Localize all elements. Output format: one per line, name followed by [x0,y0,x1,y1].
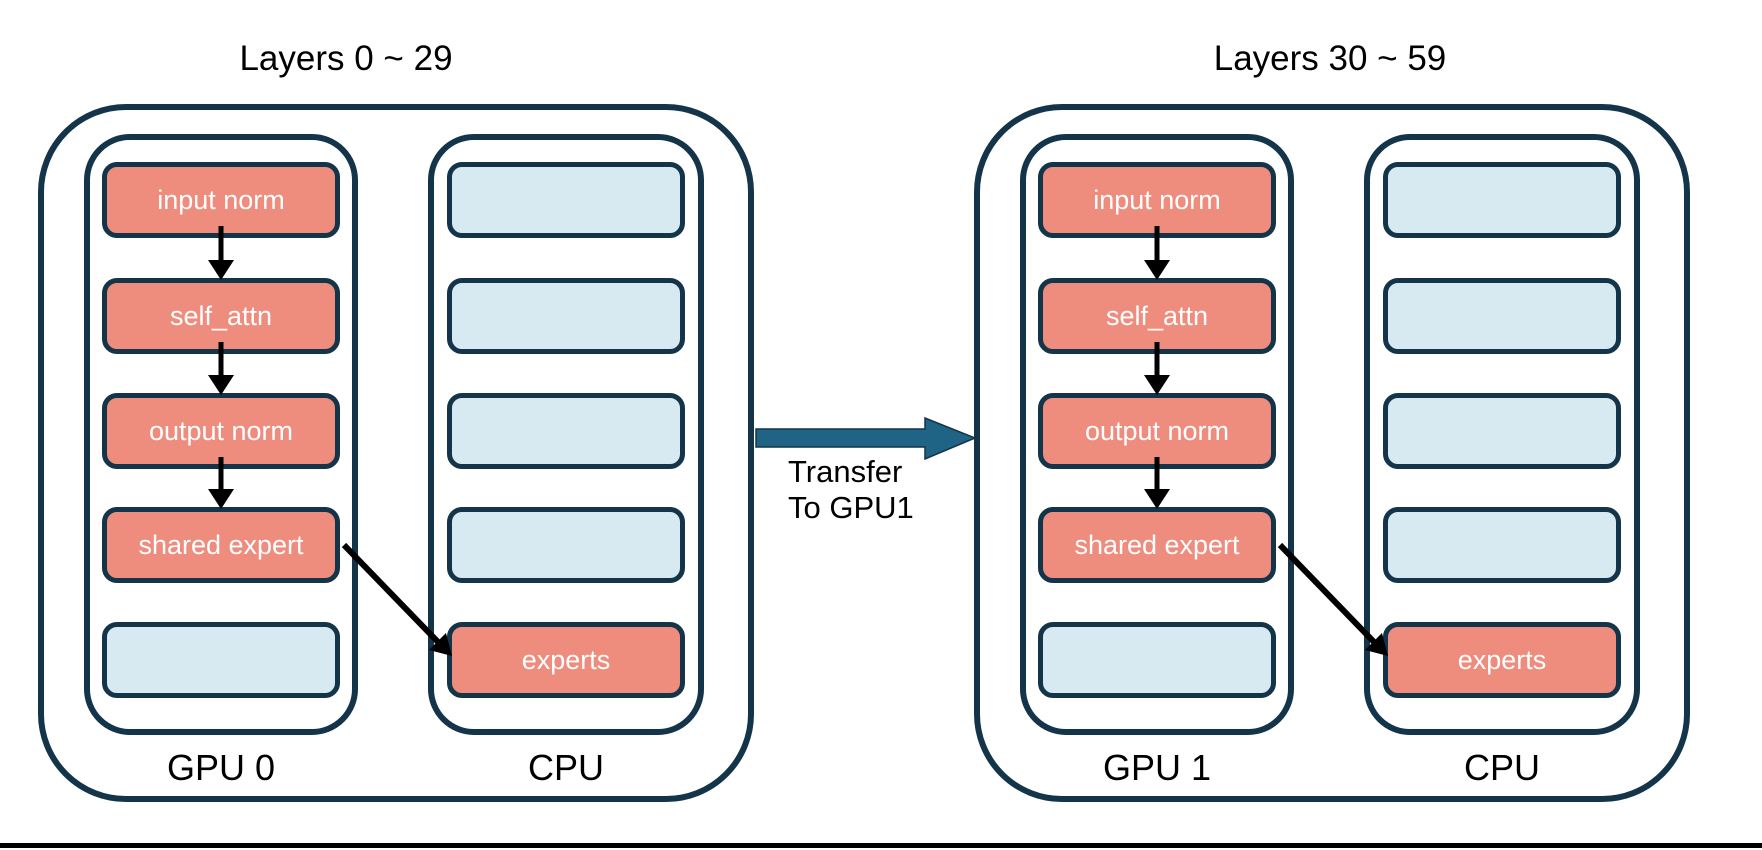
transfer-arrow-icon [755,416,977,461]
box-label: input norm [157,184,285,215]
column-label: CPU [527,747,604,788]
layer-box-empty [447,278,685,354]
box-label: output norm [1084,415,1230,446]
box-label: self_attn [1105,300,1209,331]
box-label: input norm [1093,184,1221,215]
layer-box-experts: experts [447,622,685,698]
transfer-label-line1: Transfer [788,454,903,489]
layer-box-empty [447,162,685,238]
layer-box-output-norm: output norm [102,393,340,469]
layer-box-shared-expert: shared expert [102,507,340,583]
layer-box-input-norm: input norm [1038,162,1276,238]
group-title: Layers 30 ~ 59 [1213,39,1447,78]
layer-box-shared-expert: shared expert [1038,507,1276,583]
layer-box-output-norm: output norm [1038,393,1276,469]
layer-box-empty [1038,622,1276,698]
column-label: GPU 0 [166,747,276,788]
layer-box-empty [102,622,340,698]
layer-box-empty [447,507,685,583]
layer-box-empty [447,393,685,469]
layer-box-experts: experts [1383,622,1621,698]
layer-box-empty [1383,278,1621,354]
box-label: experts [1457,644,1547,675]
transfer-label-line2: To GPU1 [788,490,914,525]
box-label: output norm [148,415,294,446]
group-title: Layers 0 ~ 29 [239,39,453,78]
bottom-border-line [0,843,1762,848]
column-label: GPU 1 [1102,747,1212,788]
layer-box-input-norm: input norm [102,162,340,238]
transfer-label: Transfer To GPU1 [788,454,914,526]
column-label: CPU [1463,747,1540,788]
box-label: experts [521,644,611,675]
box-label: shared expert [138,529,304,560]
layer-box-self-attn: self_attn [102,278,340,354]
box-label: shared expert [1074,529,1240,560]
layer-box-empty [1383,507,1621,583]
layer-box-empty [1383,393,1621,469]
box-label: self_attn [169,300,273,331]
layer-box-self-attn: self_attn [1038,278,1276,354]
layer-box-empty [1383,162,1621,238]
